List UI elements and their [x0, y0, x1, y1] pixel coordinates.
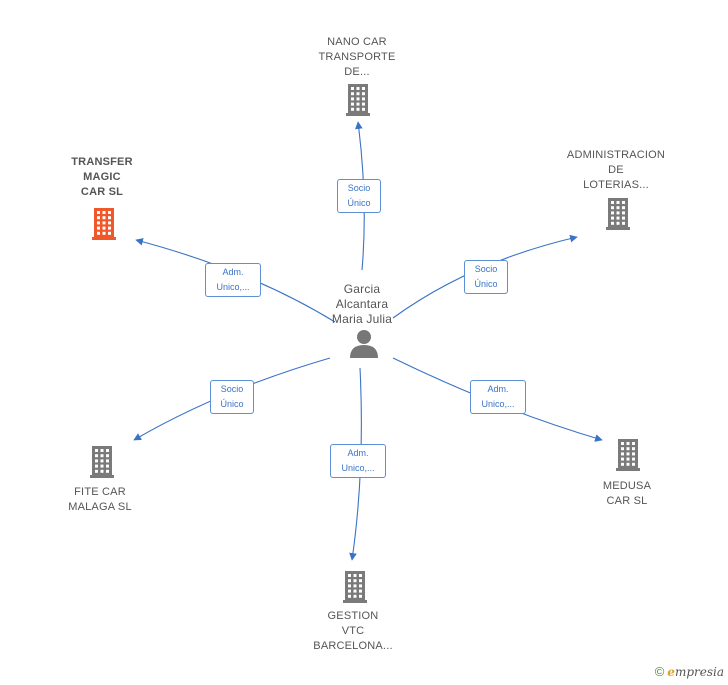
building-icon[interactable] — [606, 198, 630, 230]
relation-label-nano[interactable]: Socio Único — [337, 179, 381, 213]
relation-label-transfer[interactable]: Adm. Unico,... — [205, 263, 261, 297]
company-name-medusa[interactable]: MEDUSA CAR SL — [602, 480, 652, 507]
relation-label-admin[interactable]: Socio Único — [464, 260, 508, 294]
center-person-name[interactable]: Garcia Alcantara Maria Julia — [331, 282, 393, 326]
footer-brand: © empresia — [655, 664, 724, 679]
company-name-fite[interactable]: FITE CAR MALAGA SL — [68, 486, 132, 513]
relation-label-fite[interactable]: Socio Único — [210, 380, 254, 414]
company-name-admin[interactable]: ADMINISTRACION DE LOTERIAS... — [566, 149, 666, 191]
company-name-transfer[interactable]: TRANSFER MAGIC CAR SL — [71, 156, 133, 198]
copyright-symbol: © — [654, 664, 665, 679]
building-icon[interactable] — [616, 439, 640, 471]
brand-logo: empresia — [667, 664, 724, 679]
building-icon[interactable] — [343, 571, 367, 603]
relation-label-gestion[interactable]: Adm. Unico,... — [330, 444, 386, 478]
building-icon[interactable] — [346, 84, 370, 116]
building-icon[interactable] — [90, 446, 114, 478]
company-name-gestion[interactable]: GESTION VTC BARCELONA... — [313, 610, 393, 652]
relation-label-medusa[interactable]: Adm. Unico,... — [470, 380, 526, 414]
company-name-nano[interactable]: NANO CAR TRANSPORTE DE... — [318, 36, 396, 78]
person-icon[interactable] — [350, 330, 378, 358]
building-icon[interactable] — [92, 208, 116, 240]
